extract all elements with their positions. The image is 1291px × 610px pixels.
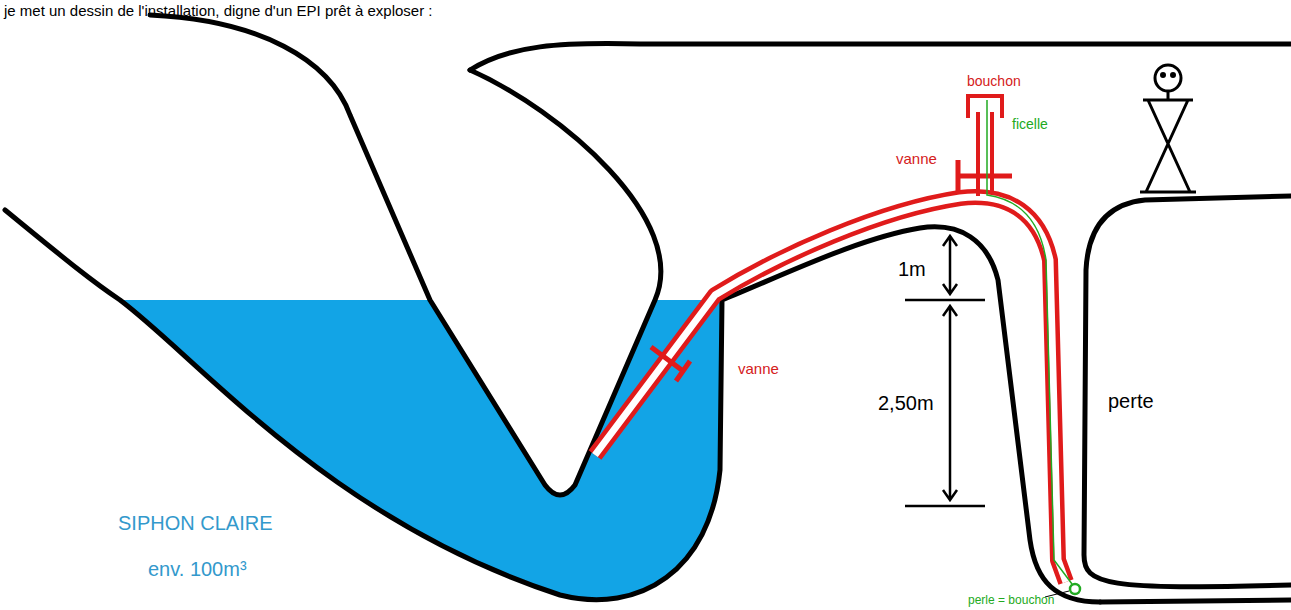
place-name: perte (1108, 390, 1154, 413)
part-name: vanne (738, 360, 779, 377)
part-name: bouchon (967, 73, 1021, 89)
rock-outline (5, 210, 1100, 602)
caption-note: je met un dessin de l'installation, dign… (4, 2, 432, 19)
volume-label: env. 100m³ (148, 558, 247, 581)
valve-symbol (651, 347, 690, 381)
place-name: SIPHON CLAIRE (118, 512, 272, 535)
rock-outline (1084, 196, 1291, 587)
dimension-label: 1m (898, 258, 926, 281)
stopper (968, 96, 1002, 118)
stick-figure (1140, 65, 1196, 192)
dimension-line (943, 306, 957, 500)
siphon-water (120, 300, 722, 600)
dimension-label: 2,50m (878, 392, 934, 415)
valve-symbol (958, 160, 1012, 192)
rock-outline (150, 15, 661, 495)
pipe-inner (595, 197, 1066, 582)
part-name: vanne (896, 150, 937, 167)
string (987, 100, 1072, 584)
rock-outline (1100, 600, 1291, 602)
part-name: ficelle (1012, 116, 1048, 132)
pipe (595, 197, 1066, 582)
bead (1070, 584, 1080, 594)
dimension-line (943, 236, 957, 294)
tee-pipe (978, 112, 992, 196)
part-name: perle = bouchon (968, 594, 1054, 608)
